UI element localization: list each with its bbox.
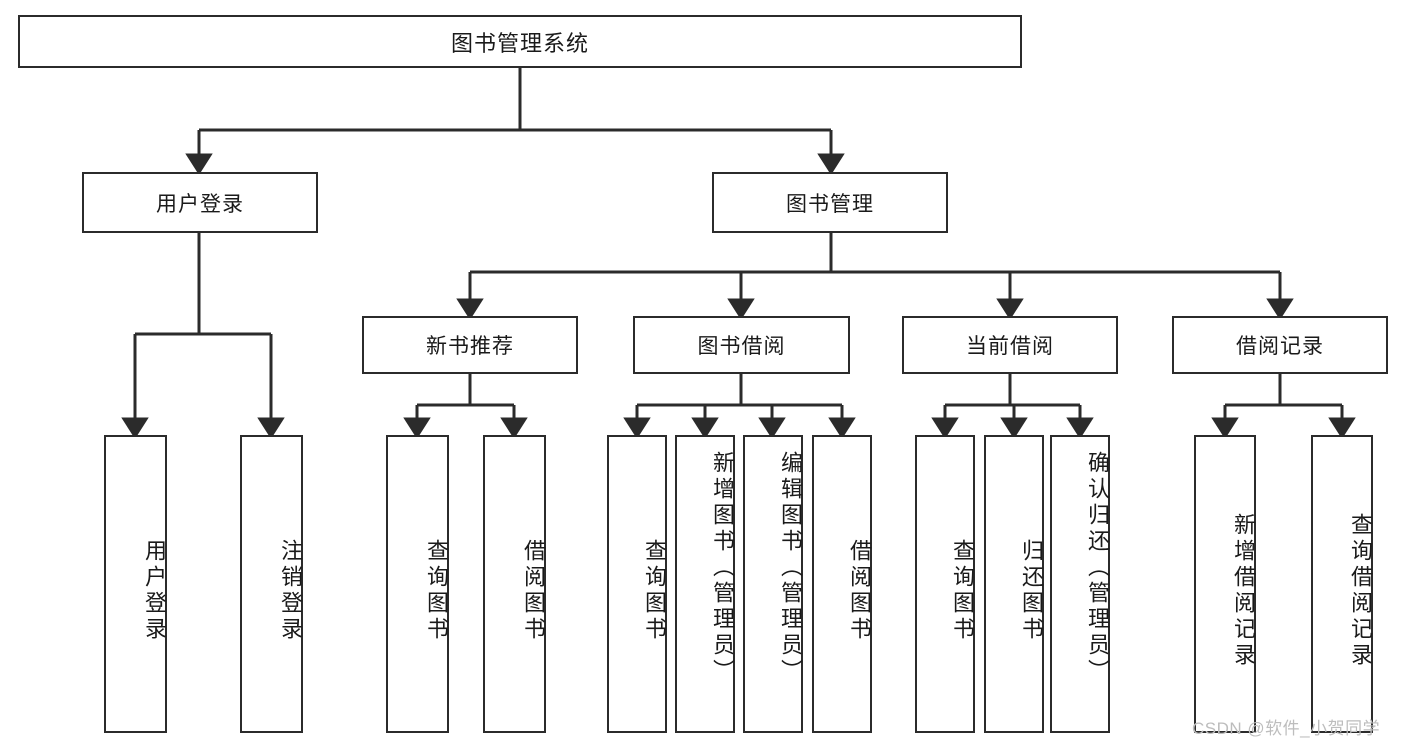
node-label: 编辑图书（管理员） [778,451,803,685]
node-label: 查询图书 [642,539,667,643]
node-label: 用户登录 [142,539,167,643]
node-label: 新增借阅记录 [1231,513,1256,669]
node-label: 图书管理系统 [450,30,589,56]
node-label: 用户登录 [156,192,244,216]
node-label: 查询图书 [950,539,975,643]
leaf-return-book[interactable]: 归还图书 [984,435,1044,733]
leaf-borrow-book-recommend[interactable]: 借阅图书 [483,435,546,733]
node-label: 借阅图书 [521,539,546,643]
node-new-book-recommend[interactable]: 新书推荐 [362,316,578,374]
leaf-query-book-current[interactable]: 查询图书 [915,435,975,733]
node-label: 借阅记录 [1236,335,1324,358]
leaf-borrow-book[interactable]: 借阅图书 [812,435,872,733]
leaf-query-borrow-record[interactable]: 查询借阅记录 [1311,435,1373,733]
leaf-query-book-recommend[interactable]: 查询图书 [386,435,449,733]
node-label: 借阅图书 [847,539,872,643]
node-book-borrow[interactable]: 图书借阅 [633,316,850,374]
node-borrow-record[interactable]: 借阅记录 [1172,316,1388,374]
leaf-add-borrow-record[interactable]: 新增借阅记录 [1194,435,1256,733]
watermark: CSDN @软件_小贺同学 [1192,719,1381,738]
node-label: 归还图书 [1019,539,1044,643]
leaf-confirm-return-admin[interactable]: 确认归还（管理员） [1050,435,1110,733]
leaf-add-book-admin[interactable]: 新增图书（管理员） [675,435,735,733]
node-label: 图书管理 [786,192,874,216]
leaf-edit-book-admin[interactable]: 编辑图书（管理员） [743,435,803,733]
node-label: 当前借阅 [966,335,1054,358]
node-label: 注销登录 [278,539,303,643]
leaf-user-logout[interactable]: 注销登录 [240,435,303,733]
node-label: 图书借阅 [697,335,786,358]
node-root-system[interactable]: 图书管理系统 [18,15,1022,68]
leaf-query-book-borrow[interactable]: 查询图书 [607,435,667,733]
node-label: 确认归还（管理员） [1085,451,1110,685]
node-label: 新增图书（管理员） [710,451,735,685]
node-label: 查询图书 [424,539,449,643]
node-current-borrow[interactable]: 当前借阅 [902,316,1118,374]
node-book-management[interactable]: 图书管理 [712,172,948,233]
leaf-user-login[interactable]: 用户登录 [104,435,167,733]
node-user-login[interactable]: 用户登录 [82,172,318,233]
node-label: 新书推荐 [426,335,514,358]
node-label: 查询借阅记录 [1348,513,1373,669]
